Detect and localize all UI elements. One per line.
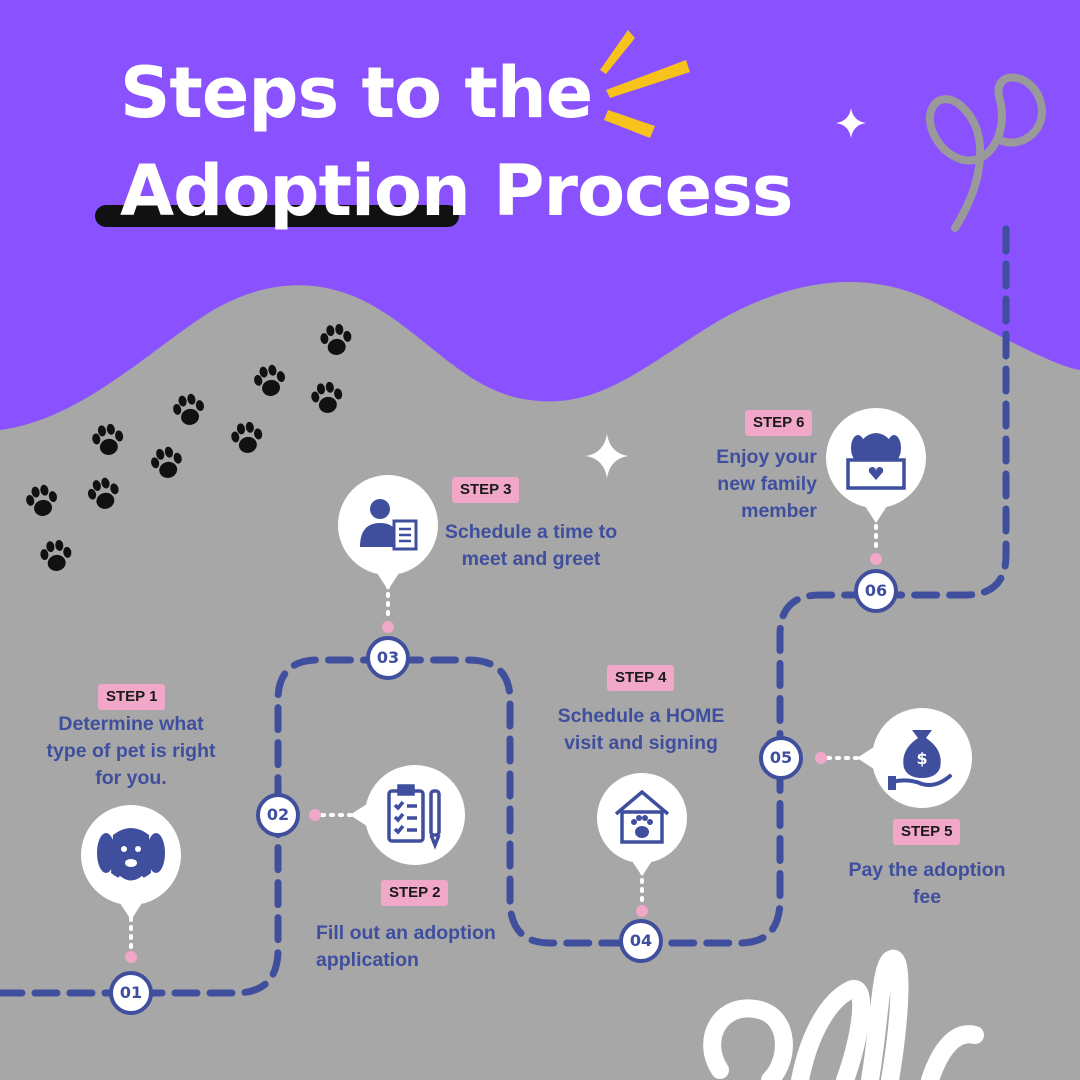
step-6-badge: STEP 6: [745, 410, 813, 436]
paw-print-icon: [151, 446, 182, 478]
burst-accent-icon: [600, 30, 690, 138]
step-4-marker: 04: [619, 919, 663, 963]
step-4-description: Schedule a HOME visit and signing: [557, 705, 725, 754]
step-2-marker: 02: [256, 793, 300, 837]
step-3-badge: STEP 3: [452, 477, 520, 503]
step-3-marker: 03: [366, 636, 410, 680]
paw-print-icon: [254, 364, 285, 396]
title-highlight-bar: [95, 205, 459, 227]
puppy-in-box-icon: [846, 433, 906, 490]
connector-dots: [125, 553, 882, 963]
journey-path: [0, 216, 1010, 997]
step-1-marker: 01: [109, 971, 153, 1015]
step-5-marker: 05: [759, 736, 803, 780]
dog-face-icon: [97, 828, 165, 884]
step-1-badge: STEP 1: [98, 684, 166, 710]
svg-text:$: $: [916, 749, 927, 768]
step-2-description: Fill out an adoption application: [316, 922, 496, 971]
paw-print-icon: [173, 393, 204, 425]
title-line-1: Steps to the: [120, 52, 593, 134]
paw-print-icon: [40, 539, 72, 571]
sparkle-icon: [586, 434, 628, 478]
step-1-description: Determine what type of pet is right for …: [46, 713, 216, 789]
scribble-decoration: [703, 949, 984, 1080]
squiggle-decoration: [925, 73, 1046, 232]
step-6-marker: 06: [854, 569, 898, 613]
dotted-connectors: [129, 506, 878, 952]
paw-print-icon: [26, 484, 57, 516]
step-2-badge: STEP 2: [381, 880, 449, 906]
icon-bubbles: [81, 408, 972, 920]
paw-print-icon: [231, 421, 263, 453]
step-6-description: Enjoy your new family member: [716, 446, 817, 522]
sparkle-icon: [836, 108, 866, 138]
header-background: [0, 0, 1080, 430]
paw-print-icon: [92, 423, 124, 455]
person-with-document-icon: [360, 499, 418, 551]
paw-print-icon: [311, 381, 343, 413]
paw-print-icon: [87, 477, 119, 509]
step-5-badge: STEP 5: [893, 819, 961, 845]
step-3-description: Schedule a time to meet and greet: [444, 521, 618, 570]
clipboard-checklist-icon: [387, 784, 441, 850]
paw-print-icon: [320, 323, 352, 355]
money-bag-hand-icon: $: [888, 730, 952, 790]
step-5-description: Pay the adoption fee: [848, 859, 1006, 908]
paw-prints: [26, 323, 352, 571]
step-4-badge: STEP 4: [607, 665, 675, 691]
pet-house-icon: [614, 789, 670, 844]
title-line-2: Adoption Process: [120, 150, 793, 232]
